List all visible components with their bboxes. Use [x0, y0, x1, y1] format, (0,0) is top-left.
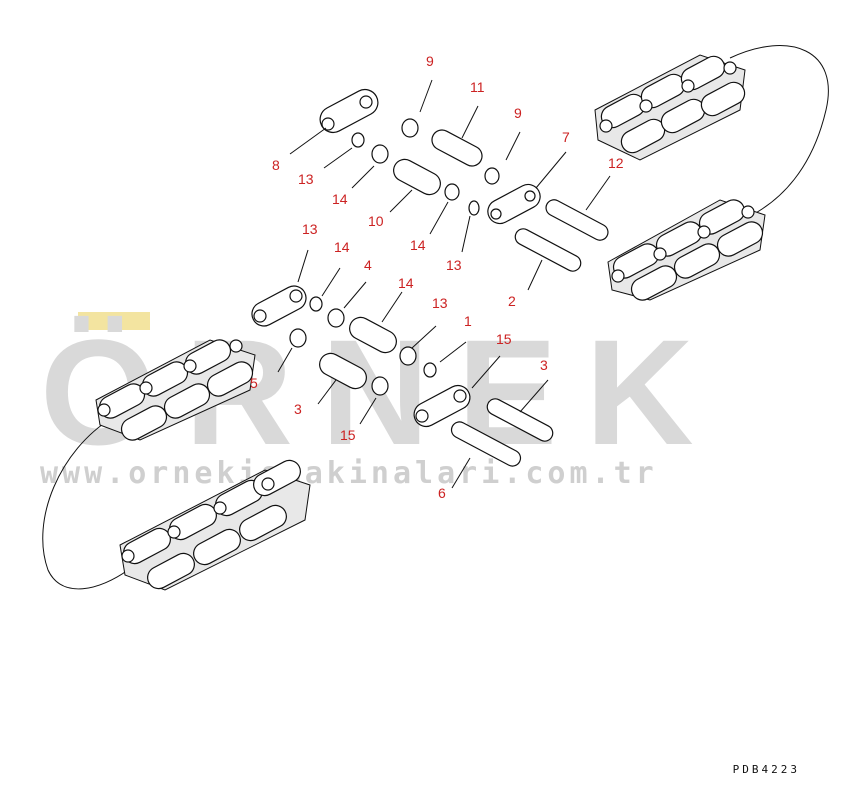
callout-label: 14 [334, 239, 350, 255]
ring-part-13d [423, 362, 437, 378]
callout-label: 3 [294, 401, 302, 417]
seal-part-3b [371, 376, 389, 396]
callout-label: 4 [364, 257, 372, 273]
callout-label: 9 [426, 53, 434, 69]
callout-label: 13 [446, 257, 462, 273]
callout-labels: 9 11 9 7 8 13 14 10 14 13 12 2 13 14 4 1… [250, 53, 624, 501]
callout-label: 13 [298, 171, 314, 187]
pin-part-12 [545, 199, 609, 241]
leader-lines [277, 79, 611, 489]
chain-loop-top-right [729, 45, 829, 216]
chain-segment-middle-right [607, 199, 766, 301]
callout-label: 15 [340, 427, 356, 443]
pin-part-15b [486, 398, 554, 442]
callout-label: 14 [410, 237, 426, 253]
pin-part-15a [514, 228, 582, 272]
ring-part-13b [468, 200, 480, 216]
link-part-2 [251, 285, 307, 327]
callout-label: 2 [508, 293, 516, 309]
spacer-part-14d [399, 346, 417, 366]
chain-segment-bottom-left [119, 459, 311, 591]
spacer-part-14a [371, 144, 389, 164]
callout-label: 14 [332, 191, 348, 207]
link-part-7 [487, 183, 541, 225]
seal-part-9b [484, 167, 500, 185]
link-part-8 [319, 88, 379, 134]
callout-label: 9 [514, 105, 522, 121]
watermark-umlaut-dot-right [112, 312, 150, 330]
callout-label: 13 [432, 295, 448, 311]
callout-label: 8 [272, 157, 280, 173]
callout-label: 10 [368, 213, 384, 229]
drawing-code: PDB4223 [732, 763, 800, 776]
callout-label: 5 [250, 375, 258, 391]
callout-label: 14 [398, 275, 414, 291]
chain-segment-left [95, 339, 256, 441]
ring-part-13c [309, 296, 323, 312]
seal-part-3a [289, 328, 307, 348]
chain-segment-top-right [594, 54, 746, 161]
bushing-part-5 [319, 352, 367, 390]
callout-label: 3 [540, 357, 548, 373]
watermark-umlaut-dot-left [78, 312, 116, 330]
callout-label: 1 [464, 313, 472, 329]
bushing-part-10 [393, 158, 441, 196]
spacer-part-14b [444, 183, 460, 201]
spacer-part-14c [327, 308, 345, 328]
callout-label: 12 [608, 155, 624, 171]
link-part-1 [413, 384, 471, 428]
seal-part-9a [401, 118, 419, 138]
callout-label: 11 [470, 79, 485, 95]
callout-label: 6 [438, 485, 446, 501]
bushing-part-4 [349, 316, 397, 354]
watermark-url: www.ornekismakinalari.com.tr [40, 456, 658, 491]
pin-part-6 [450, 421, 522, 467]
callout-label: 15 [496, 331, 512, 347]
callout-label: 13 [302, 221, 318, 237]
ring-part-13a [351, 132, 365, 148]
pin-part-11 [431, 129, 483, 167]
callout-label: 7 [562, 129, 570, 145]
chain-loop-bottom-left [42, 417, 129, 590]
